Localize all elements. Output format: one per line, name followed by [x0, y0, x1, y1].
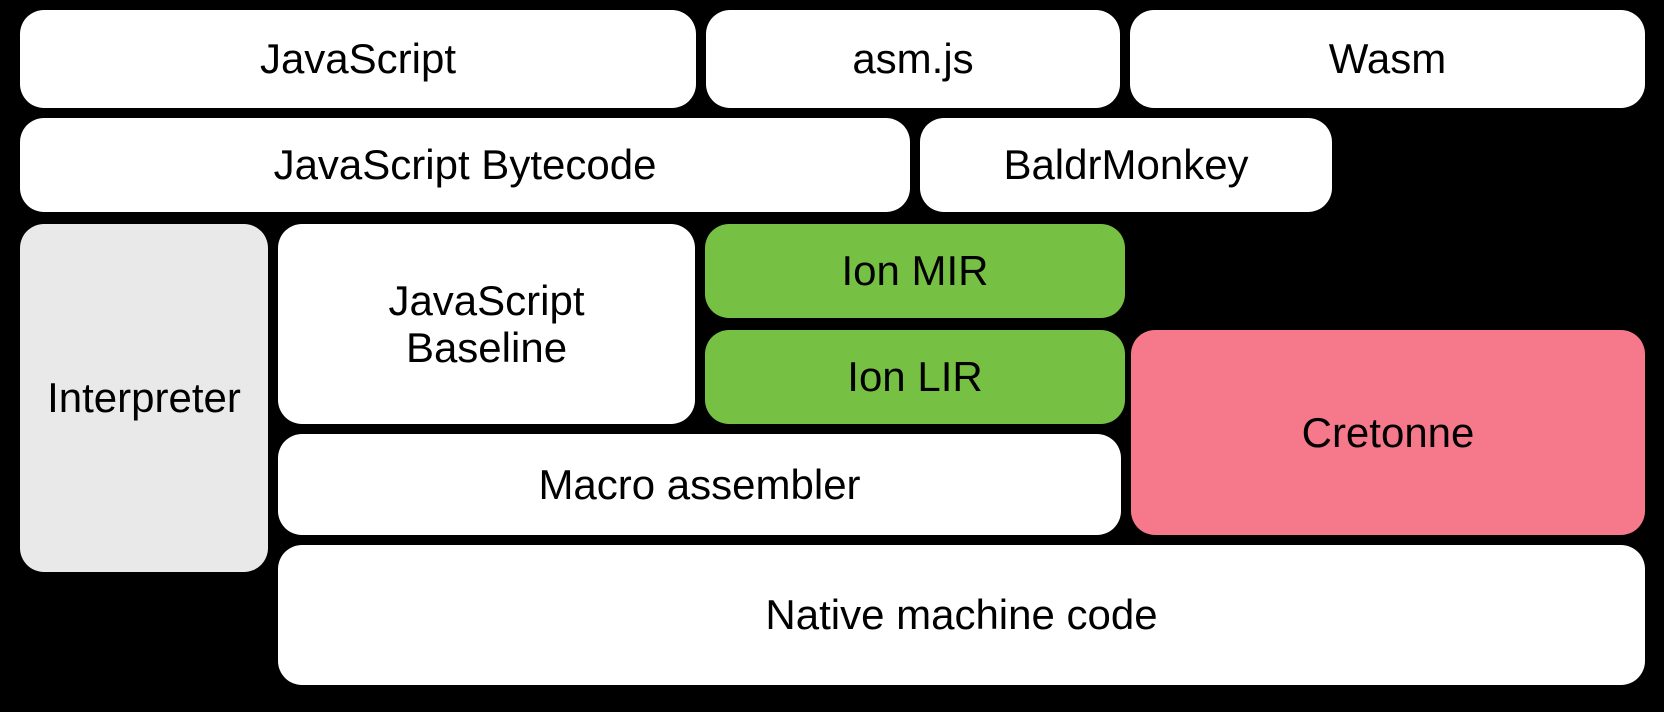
box-ion-lir: Ion LIR [705, 330, 1125, 424]
box-native-machine-code: Native machine code [278, 545, 1645, 685]
box-ion-mir: Ion MIR [705, 224, 1125, 318]
box-asm-js: asm.js [706, 10, 1120, 108]
box-javascript-baseline: JavaScript Baseline [278, 224, 695, 424]
box-baldrmonkey: BaldrMonkey [920, 118, 1332, 212]
box-javascript: JavaScript [20, 10, 696, 108]
box-cretonne: Cretonne [1131, 330, 1645, 535]
box-javascript-bytecode: JavaScript Bytecode [20, 118, 910, 212]
box-wasm: Wasm [1130, 10, 1645, 108]
box-interpreter: Interpreter [20, 224, 268, 572]
box-macro-assembler: Macro assembler [278, 434, 1121, 535]
